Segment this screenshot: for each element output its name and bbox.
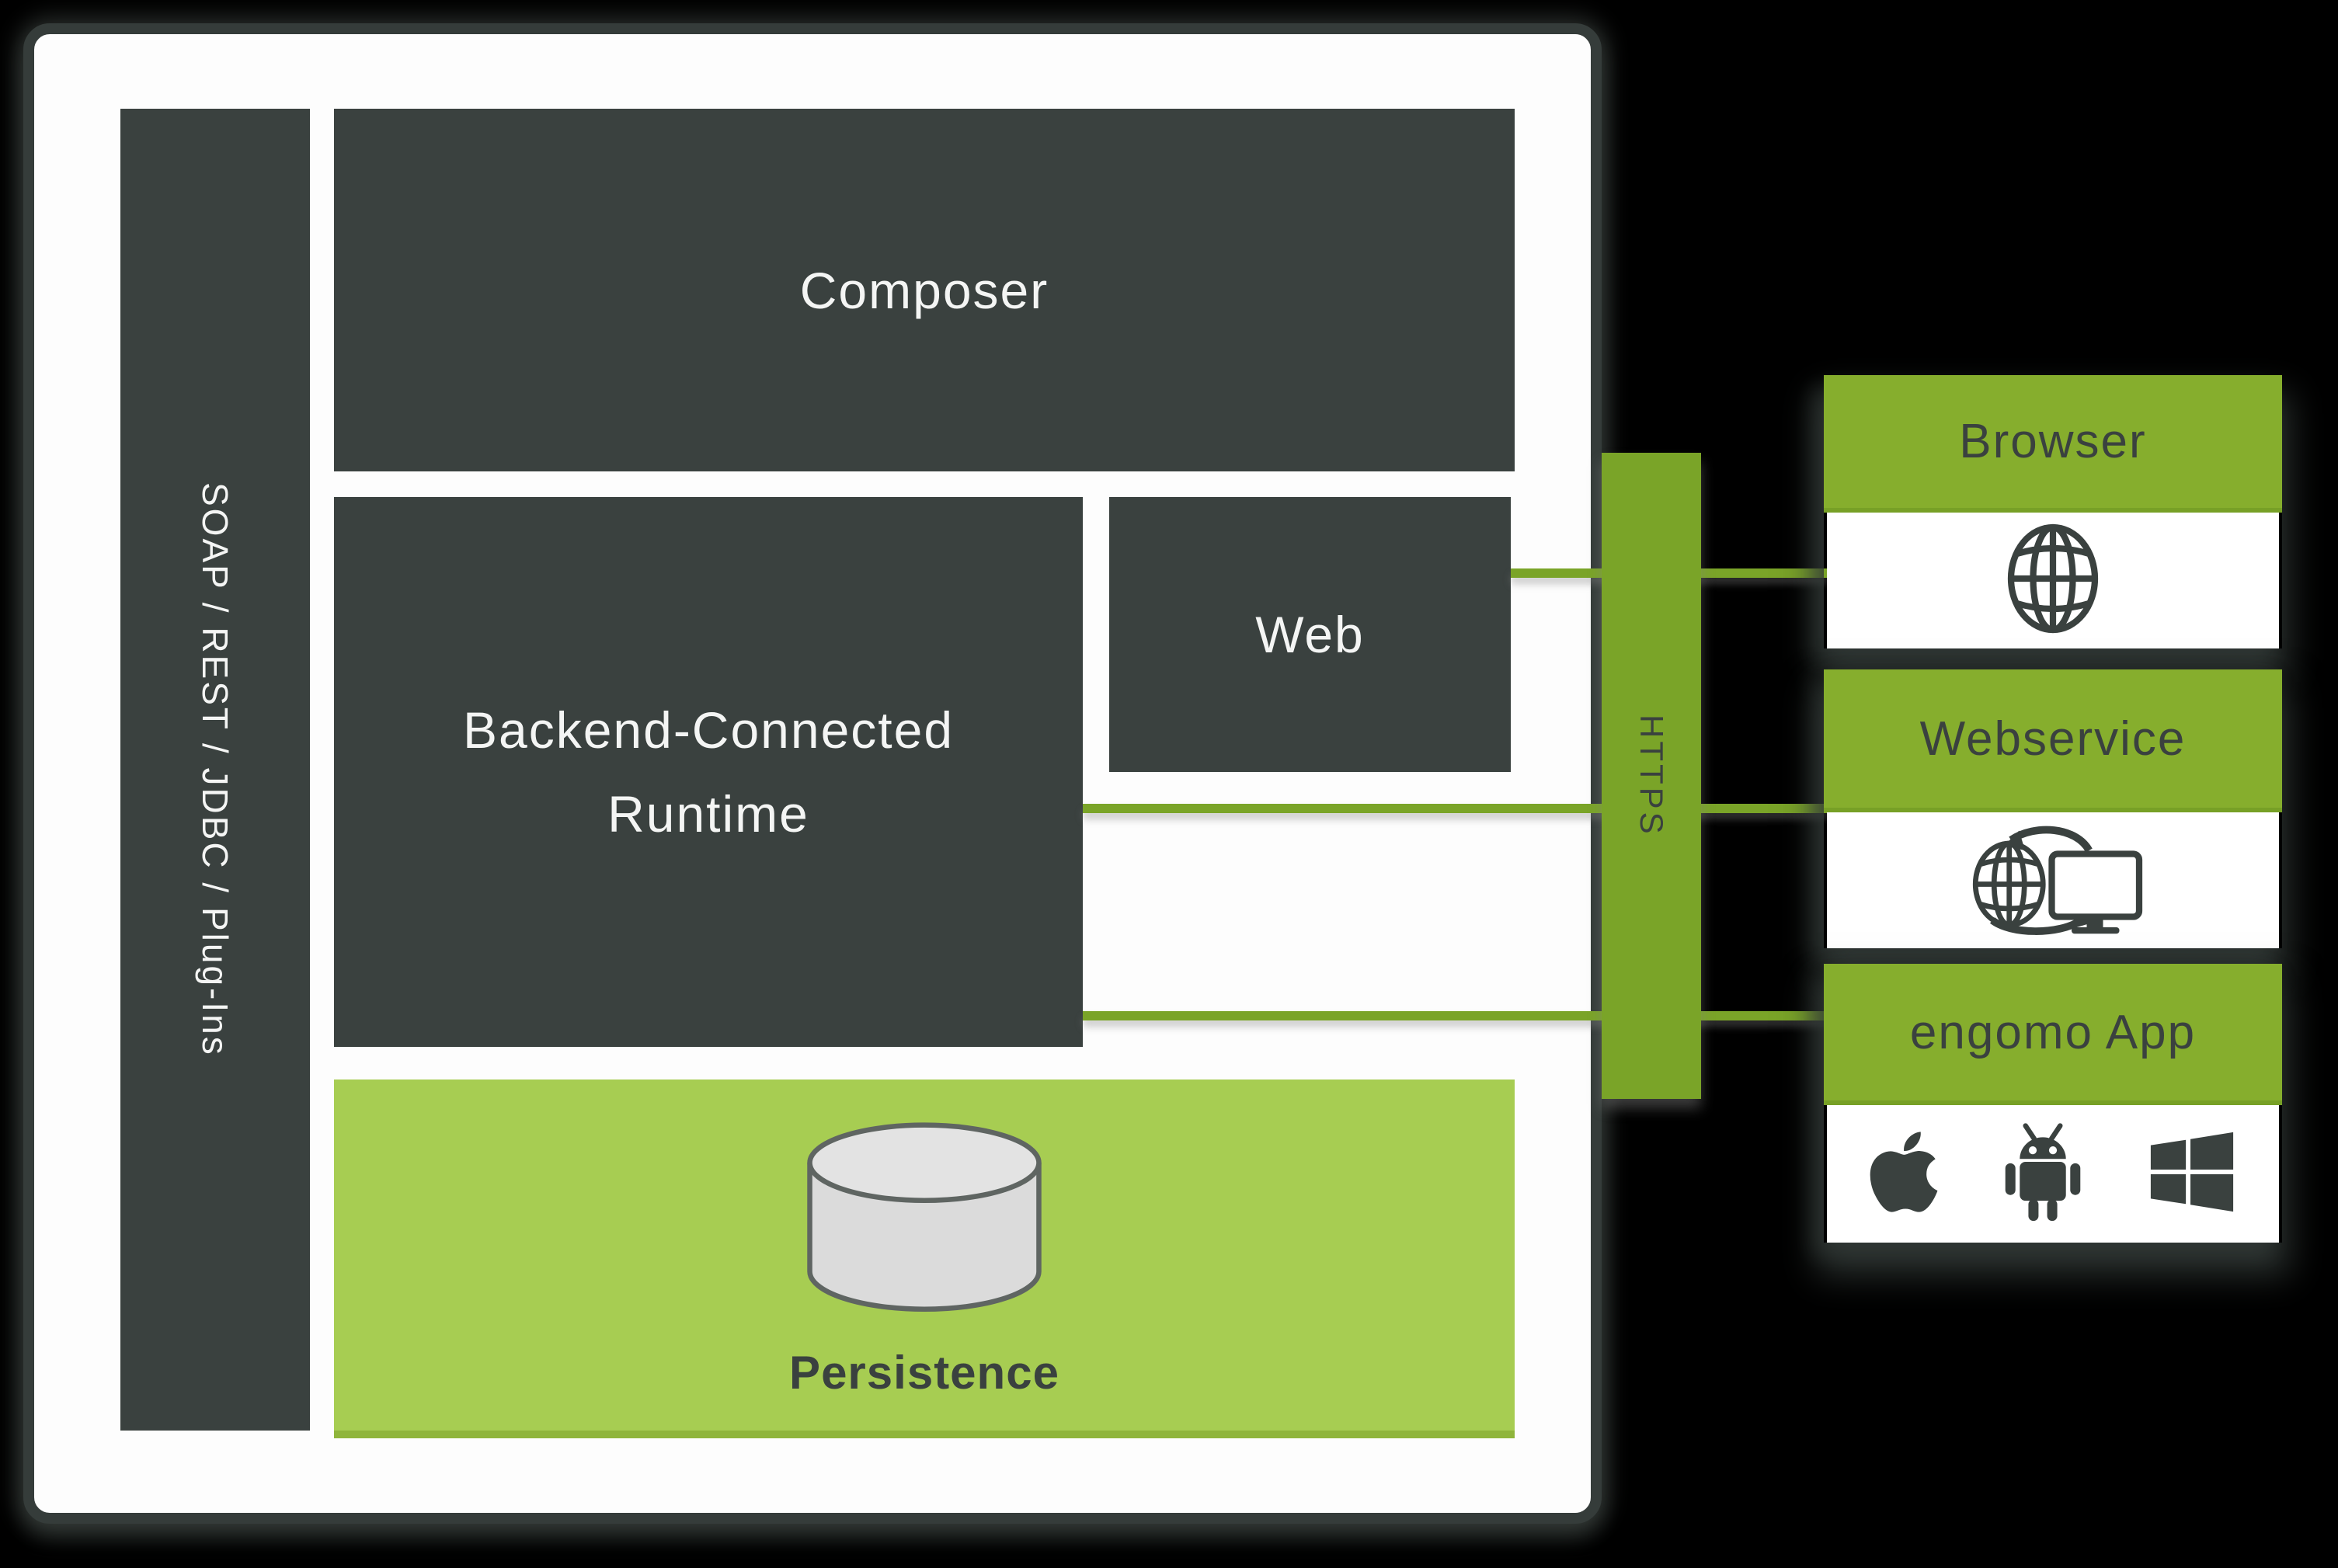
globe-monitor-sync-icon: [1952, 820, 2154, 940]
https-label: HTTPS: [1633, 714, 1670, 837]
connector-line-runtime-webservice: [1083, 804, 1827, 813]
connector-protocols-label: SOAP / REST / JDBC / Plug-Ins: [195, 482, 235, 1057]
platform-icons: [1868, 1121, 2238, 1226]
backend-runtime-box: Backend-Connected Runtime: [334, 497, 1083, 1047]
composer-label: Composer: [799, 261, 1049, 319]
windows-icon: [2146, 1128, 2238, 1219]
backend-runtime-label: Backend-Connected Runtime: [462, 701, 955, 843]
apple-icon: [1868, 1126, 1940, 1222]
browser-header: Browser: [1824, 375, 2282, 513]
engomo-app-body: [1827, 1105, 2279, 1243]
browser-body: [1827, 513, 2279, 648]
android-icon: [1995, 1121, 2090, 1226]
web-label: Web: [1255, 606, 1365, 663]
engomo-app-client-box: engomo App: [1824, 964, 2282, 1243]
engomo-app-title: engomo App: [1909, 1005, 2197, 1059]
persistence-label: Persistence: [789, 1347, 1059, 1399]
connector-protocols-bar: SOAP / REST / JDBC / Plug-Ins: [120, 109, 310, 1431]
webservice-title: Webservice: [1919, 711, 2187, 766]
globe-icon: [1995, 520, 2111, 641]
browser-title: Browser: [1959, 415, 2147, 468]
webservice-header: Webservice: [1824, 669, 2282, 812]
browser-client-box: Browser: [1824, 375, 2282, 648]
persistence-box: Persistence: [334, 1080, 1515, 1438]
composer-box: Composer: [334, 109, 1515, 471]
web-box: Web: [1109, 497, 1511, 772]
https-bar: HTTPS: [1602, 453, 1701, 1099]
database-cylinder-icon: [785, 1111, 1064, 1332]
webservice-body: [1827, 812, 2279, 948]
engomo-app-header: engomo App: [1824, 964, 2282, 1105]
webservice-client-box: Webservice: [1824, 669, 2282, 948]
connector-line-runtime-app: [1083, 1011, 1827, 1020]
